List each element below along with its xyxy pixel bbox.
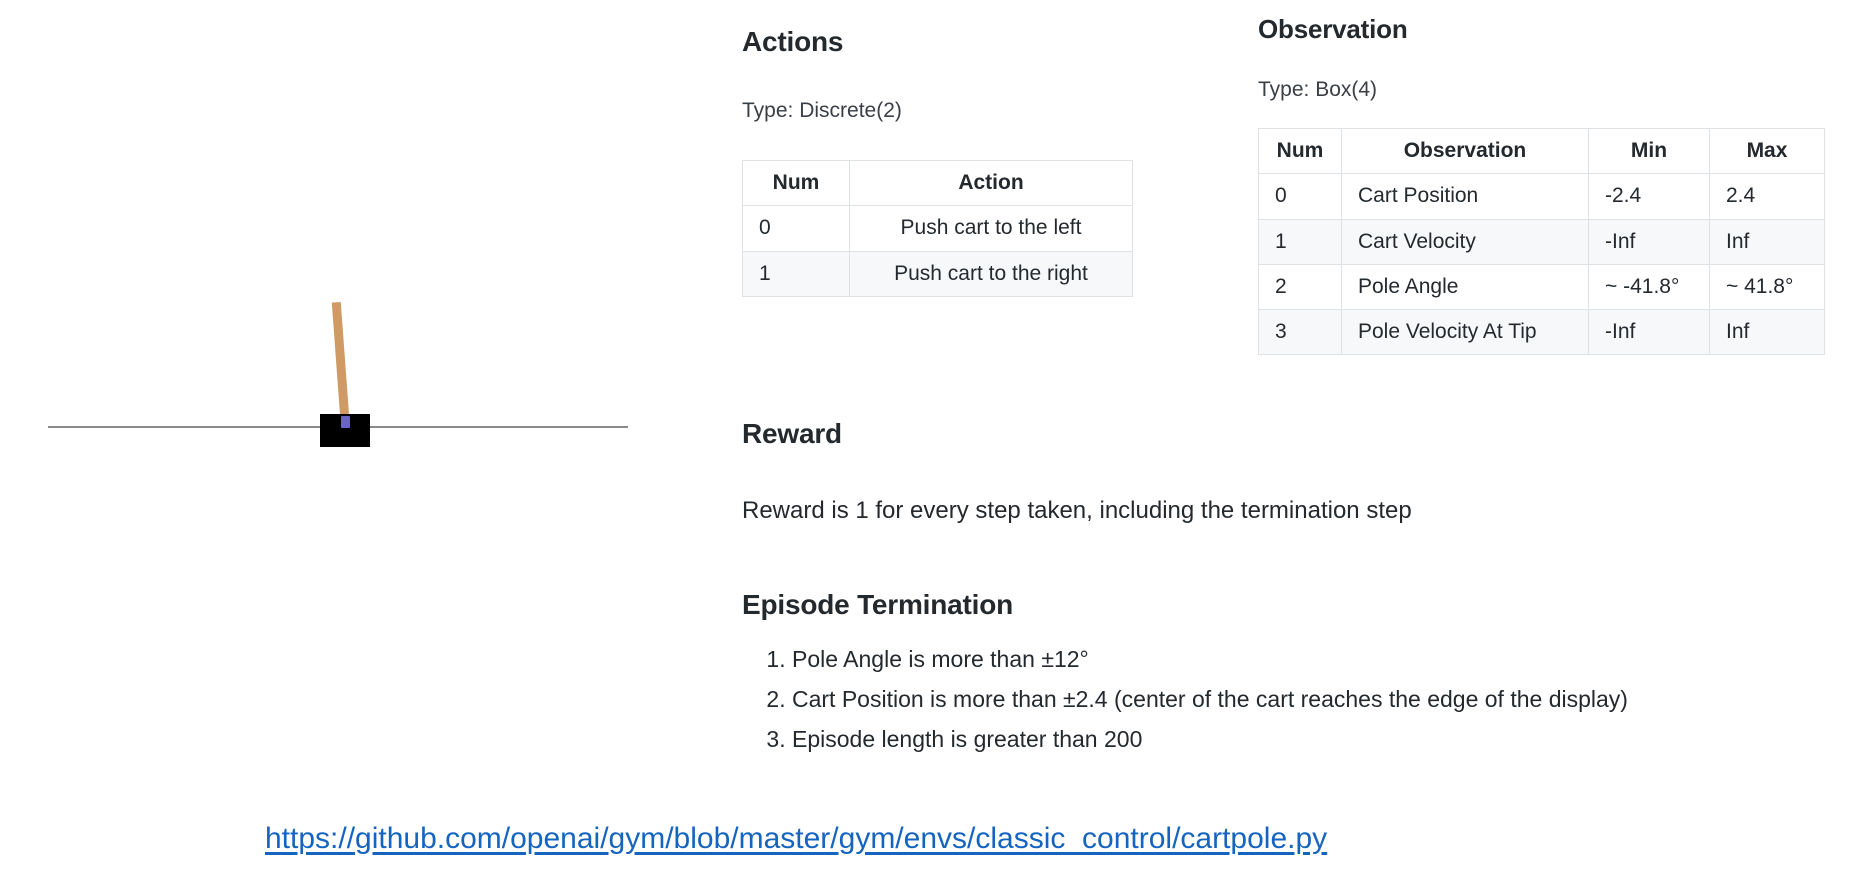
cartpole-pole: [331, 302, 350, 429]
observation-table: Num Observation Min Max 0 Cart Position …: [1258, 127, 1825, 356]
table-header-row: Num Observation Min Max: [1258, 127, 1825, 175]
observation-cell-num: 1: [1258, 218, 1342, 265]
observation-cell-max: ~ 41.8°: [1709, 263, 1825, 311]
table-row: 0 Cart Position -2.4 2.4: [1258, 173, 1825, 220]
table-row: 1 Cart Velocity -Inf Inf: [1258, 218, 1825, 265]
observation-cell-max: Inf: [1709, 308, 1825, 356]
episode-termination-list: Pole Angle is more than ±12° Cart Positi…: [766, 648, 1628, 768]
observation-header-max: Max: [1709, 127, 1825, 175]
actions-header-action: Action: [849, 159, 1133, 207]
list-item: Pole Angle is more than ±12°: [792, 648, 1628, 671]
observation-cell-max: Inf: [1709, 218, 1825, 265]
actions-table: Num Action 0 Push cart to the left 1 Pus…: [742, 159, 1133, 297]
actions-cell-action: Push cart to the right: [849, 250, 1133, 297]
cartpole-illustration: [0, 240, 700, 500]
table-row: 2 Pole Angle ~ -41.8° ~ 41.8°: [1258, 263, 1825, 311]
table-header-row: Num Action: [742, 159, 1133, 207]
table-row: 3 Pole Velocity At Tip -Inf Inf: [1258, 308, 1825, 356]
observation-cell-min: -Inf: [1588, 308, 1710, 356]
list-item: Episode length is greater than 200: [792, 728, 1628, 751]
cartpole-axle: [341, 416, 350, 428]
actions-type-line: Type: Discrete(2): [742, 99, 902, 122]
reward-heading: Reward: [742, 418, 842, 449]
actions-header-num: Num: [742, 159, 850, 207]
observation-cell-observation: Cart Position: [1341, 173, 1589, 220]
list-item: Cart Position is more than ±2.4 (center …: [792, 688, 1628, 711]
reward-text: Reward is 1 for every step taken, includ…: [742, 497, 1412, 524]
observation-cell-observation: Pole Velocity At Tip: [1341, 308, 1589, 356]
observation-cell-min: -2.4: [1588, 173, 1710, 220]
observation-cell-num: 2: [1258, 263, 1342, 311]
observation-type-line: Type: Box(4): [1258, 78, 1378, 101]
observation-header-num: Num: [1258, 127, 1342, 175]
actions-cell-action: Push cart to the left: [849, 205, 1133, 252]
observation-cell-observation: Pole Angle: [1341, 263, 1589, 311]
observation-cell-observation: Cart Velocity: [1341, 218, 1589, 265]
observation-cell-num: 3: [1258, 308, 1342, 356]
episode-termination-heading: Episode Termination: [742, 589, 1014, 620]
actions-cell-num: 0: [742, 205, 850, 252]
observation-header-min: Min: [1588, 127, 1710, 175]
actions-heading: Actions: [742, 26, 844, 57]
observation-heading: Observation: [1258, 14, 1408, 44]
observation-cell-max: 2.4: [1709, 173, 1825, 220]
actions-cell-num: 1: [742, 250, 850, 297]
table-row: 1 Push cart to the right: [742, 250, 1133, 297]
source-code-link[interactable]: https://github.com/openai/gym/blob/maste…: [265, 822, 1328, 855]
observation-cell-min: -Inf: [1588, 218, 1710, 265]
observation-cell-num: 0: [1258, 173, 1342, 220]
observation-cell-min: ~ -41.8°: [1588, 263, 1710, 311]
observation-header-observation: Observation: [1341, 127, 1589, 175]
table-row: 0 Push cart to the left: [742, 205, 1133, 252]
